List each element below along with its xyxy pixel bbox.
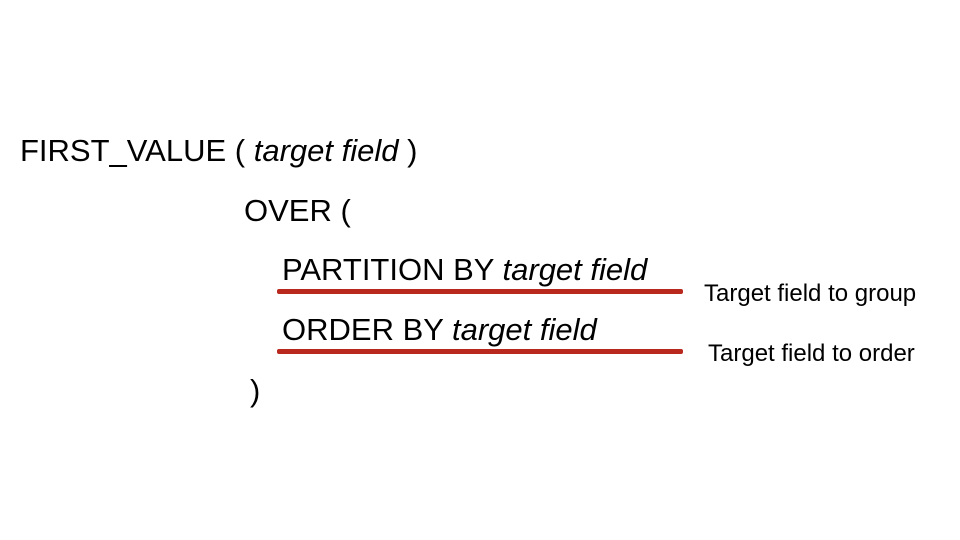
order-note: Target field to order: [708, 340, 915, 367]
first-value-line: FIRST_VALUE ( target field ): [20, 133, 417, 169]
order-arg: target field: [451, 312, 597, 347]
first-value-keyword: FIRST_VALUE (: [20, 133, 246, 168]
order-line: ORDER BY target field: [282, 312, 597, 348]
close-paren: ): [250, 373, 261, 408]
partition-keyword: PARTITION BY: [282, 252, 494, 287]
first-value-arg: target field: [253, 133, 399, 168]
order-keyword: ORDER BY: [282, 312, 444, 347]
over-line: OVER (: [244, 193, 351, 229]
over-keyword: OVER (: [244, 193, 351, 228]
partition-line: PARTITION BY target field: [282, 252, 647, 288]
first-value-close: ): [407, 133, 418, 168]
order-underline: [277, 349, 683, 354]
partition-underline: [277, 289, 683, 294]
close-paren-line: ): [250, 373, 260, 409]
partition-arg: target field: [502, 252, 648, 287]
partition-note: Target field to group: [704, 280, 917, 307]
